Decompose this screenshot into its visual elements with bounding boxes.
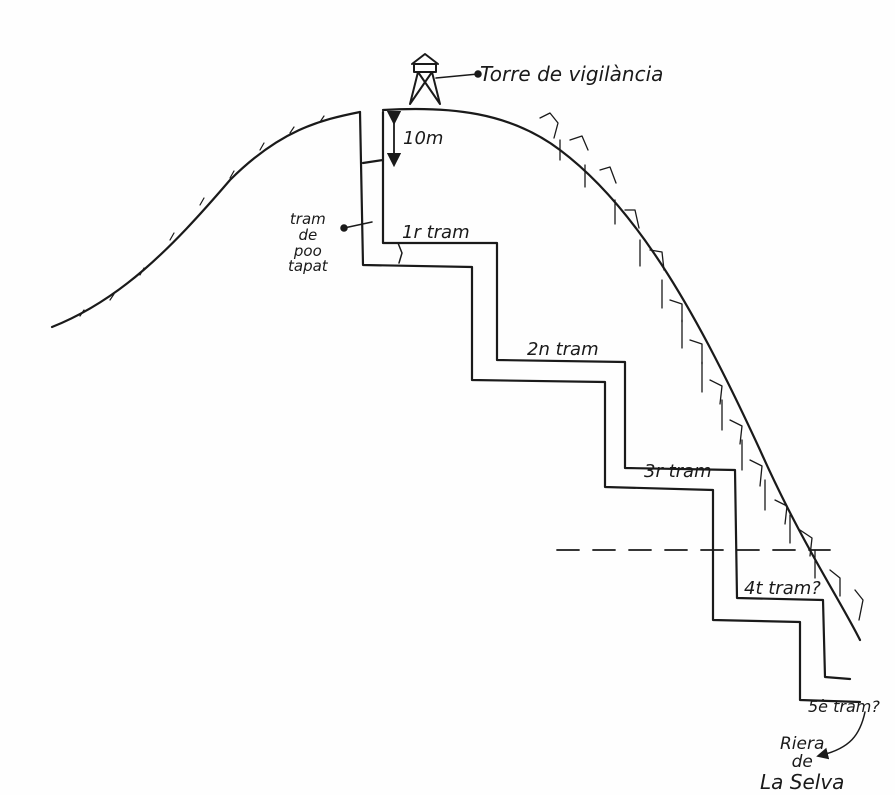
section-4-label: 4t tram? (744, 578, 821, 599)
covered-shaft-leader (340, 221, 373, 232)
river-leader (816, 711, 866, 760)
tower-leader (435, 70, 482, 79)
right-hill-outline (381, 107, 862, 642)
shaft-outer-wall (358, 110, 862, 704)
tower-label: Torre de vigilància (480, 62, 664, 86)
section-1-label: 1r tram (402, 222, 470, 243)
left-hill-outline (50, 110, 362, 329)
left-hill-grass (79, 115, 325, 317)
covered-shaft-label-line: de (298, 225, 318, 244)
covered-shaft-label-line: poo (293, 241, 322, 260)
covered-shaft-label: tram de poo tapat (288, 210, 328, 276)
river-label-line: Riera (780, 734, 825, 754)
right-hill-vegetation (539, 112, 864, 621)
river-label-line: La Selva (760, 769, 845, 794)
height-label: 10m (403, 128, 444, 149)
section-5-label: 5è tram? (808, 697, 880, 716)
plug-crack (397, 242, 403, 264)
section-2-label: 2n tram (527, 339, 599, 360)
covered-shaft-label-line: tapat (288, 257, 328, 276)
shaft-inner-wall (381, 110, 852, 681)
tower-icon (409, 53, 441, 105)
section-3-label: 3r tram (644, 461, 712, 482)
plug-line (361, 158, 385, 165)
river-label-line: de (791, 751, 813, 772)
covered-shaft-label-line: tram (289, 210, 326, 228)
river-label: Riera de La Selva (760, 734, 845, 794)
